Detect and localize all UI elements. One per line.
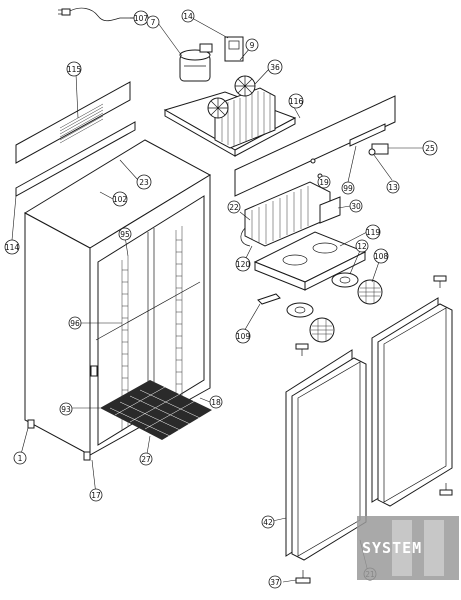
svg-text:36: 36 <box>270 63 280 72</box>
svg-text:96: 96 <box>70 319 80 328</box>
callout-119: 119 <box>365 224 381 240</box>
svg-text:25: 25 <box>425 144 435 153</box>
callout-12: 12 <box>355 239 369 253</box>
evaporator <box>240 181 341 247</box>
callout-19: 19 <box>317 175 331 189</box>
svg-text:12: 12 <box>357 242 367 251</box>
drain-tray <box>253 231 367 291</box>
callout-115: 115 <box>66 61 82 77</box>
callout-109: 109 <box>235 328 251 344</box>
evaporator-fans <box>286 272 383 343</box>
callout-37: 37 <box>268 575 282 589</box>
svg-text:102: 102 <box>113 195 128 204</box>
right-door <box>371 297 453 507</box>
callout-102: 102 <box>112 191 128 207</box>
svg-text:114: 114 <box>5 243 20 252</box>
callout-116: 116 <box>288 93 304 109</box>
callout-9: 9 <box>245 38 259 52</box>
callout-1: 1 <box>13 451 27 465</box>
callout-95: 95 <box>118 227 132 241</box>
callout-18: 18 <box>209 395 223 409</box>
svg-text:95: 95 <box>120 230 130 239</box>
svg-text:14: 14 <box>183 12 193 21</box>
display-module <box>368 143 389 156</box>
svg-text:9: 9 <box>250 41 255 50</box>
svg-text:116: 116 <box>289 97 304 106</box>
system-logo: SYSTEM <box>357 516 459 580</box>
svg-text:120: 120 <box>236 260 251 269</box>
svg-text:22: 22 <box>229 203 239 212</box>
compressor <box>179 43 213 82</box>
condenser-fans <box>207 75 256 119</box>
callout-93: 93 <box>59 402 73 416</box>
callout-99: 99 <box>341 181 355 195</box>
svg-text:17: 17 <box>91 491 101 500</box>
door-hinges <box>295 275 453 584</box>
control-box <box>224 36 244 62</box>
callout-114: 114 <box>4 239 20 255</box>
cabinet-body <box>23 139 212 461</box>
svg-text:13: 13 <box>388 183 398 192</box>
svg-text:7: 7 <box>151 18 156 27</box>
callout-27: 27 <box>139 452 153 466</box>
svg-text:30: 30 <box>351 202 361 211</box>
callout-17: 17 <box>89 488 103 502</box>
svg-text:1: 1 <box>18 454 23 463</box>
callout-7: 7 <box>146 15 160 29</box>
logo-text: SYSTEM <box>362 539 422 557</box>
svg-text:108: 108 <box>374 252 389 261</box>
svg-text:107: 107 <box>134 14 149 23</box>
callout-120: 120 <box>235 256 251 272</box>
svg-text:18: 18 <box>211 398 221 407</box>
callout-36: 36 <box>267 59 283 75</box>
svg-text:99: 99 <box>343 184 353 193</box>
condenser-coil <box>214 87 276 149</box>
svg-text:115: 115 <box>67 65 82 74</box>
svg-text:37: 37 <box>270 578 280 587</box>
small-components <box>310 158 323 179</box>
callout-30: 30 <box>349 199 363 213</box>
svg-text:93: 93 <box>61 405 71 414</box>
callout-22: 22 <box>227 200 241 214</box>
callout-23: 23 <box>136 174 152 190</box>
svg-text:42: 42 <box>263 518 273 527</box>
front-control-panel <box>234 95 396 197</box>
callout-25: 25 <box>422 140 438 156</box>
shelf-supports <box>90 281 201 377</box>
shelf-grid <box>100 380 212 440</box>
svg-text:109: 109 <box>236 332 251 341</box>
left-door <box>285 349 367 561</box>
top-ventilation-panel <box>15 81 131 164</box>
door-handle <box>257 293 281 305</box>
callout-107: 107 <box>133 10 149 26</box>
callout-13: 13 <box>386 180 400 194</box>
power-cable <box>58 7 135 22</box>
callouts: 107 7 14 9 36 115 116 25 13 99 19 30 23 … <box>4 9 438 589</box>
svg-text:119: 119 <box>366 228 381 237</box>
callout-96: 96 <box>68 316 82 330</box>
svg-text:23: 23 <box>139 178 149 187</box>
svg-text:19: 19 <box>319 178 329 187</box>
callout-14: 14 <box>181 9 195 23</box>
callout-42: 42 <box>261 515 275 529</box>
svg-text:27: 27 <box>141 455 151 464</box>
callout-108: 108 <box>373 248 389 264</box>
